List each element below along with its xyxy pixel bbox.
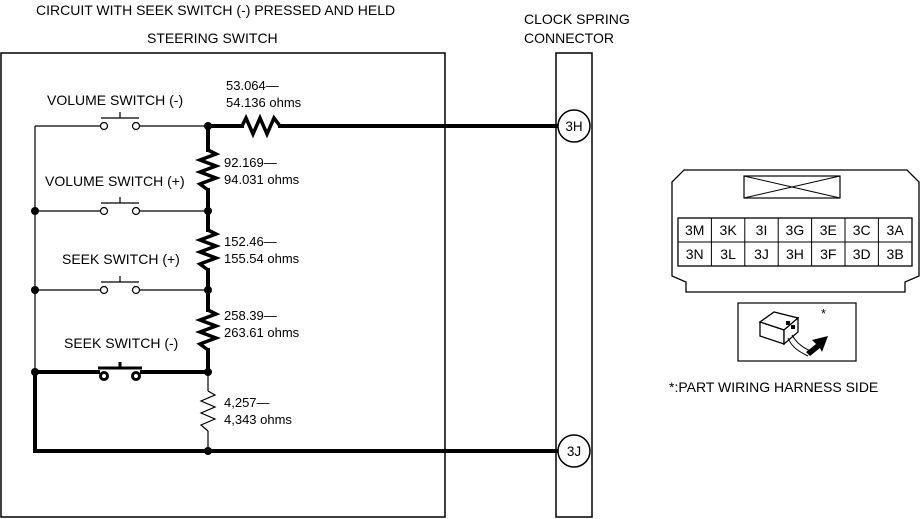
resistor-3-value-line2: 155.54 ohms <box>224 251 300 266</box>
connector-cell: 3D <box>853 246 871 262</box>
steering-switch-label: STEERING SWITCH <box>147 30 278 46</box>
pin-3h-label: 3H <box>565 119 582 134</box>
clock-spring-label-line2: CONNECTOR <box>524 30 614 46</box>
seek-minus-switch-closed <box>98 362 142 381</box>
connector-cell: 3M <box>685 222 704 238</box>
connector-row-2: 3N 3L 3J 3H 3F 3D 3B <box>686 246 904 262</box>
clock-spring-label-line1: CLOCK SPRING <box>524 11 630 27</box>
resistor-2-value-line2: 94.031 ohms <box>224 172 300 187</box>
resistor-5-value-line2: 4,343 ohms <box>224 412 292 427</box>
steering-switch-box <box>0 52 446 518</box>
connector-cell: 3J <box>754 246 769 262</box>
junction-dots <box>31 122 212 455</box>
resistor-4-value-line1: 258.39— <box>224 308 277 323</box>
connector-cell: 3B <box>887 246 904 262</box>
connector-cell: 3G <box>786 222 805 238</box>
resistor-3-value-line1: 152.46— <box>224 234 277 249</box>
volume-plus-switch <box>99 197 141 216</box>
seek-plus-switch <box>99 276 141 295</box>
resistor-2-value-line1: 92.169— <box>224 155 277 170</box>
connector-face <box>671 169 920 293</box>
resistor-1-value-line2: 54.136 ohms <box>226 95 302 110</box>
harness-star: * <box>821 306 826 321</box>
resistor-3-symbol <box>195 228 221 272</box>
resistor-1-symbol <box>240 113 282 139</box>
volume-minus-switch <box>99 112 141 131</box>
connector-cell: 3F <box>820 246 836 262</box>
active-wiring <box>33 124 558 453</box>
diagram-title: CIRCUIT WITH SEEK SWITCH (-) PRESSED AND… <box>36 2 395 18</box>
pin-3h-circle <box>557 109 591 143</box>
resistor-5-symbol <box>199 390 217 432</box>
resistor-4-value-line2: 263.61 ohms <box>224 325 300 340</box>
resistor-4-symbol <box>195 308 221 352</box>
volume-minus-label: VOLUME SWITCH (-) <box>47 92 183 108</box>
inactive-wiring <box>34 125 209 451</box>
connector-row-1: 3M 3K 3I 3G 3E 3C 3A <box>685 222 904 238</box>
connector-cell: 3C <box>853 222 871 238</box>
pin-3j-label: 3J <box>567 444 581 459</box>
connector-cell: 3E <box>820 222 837 238</box>
connector-cell: 3I <box>756 222 768 238</box>
connector-cell: 3A <box>887 222 905 238</box>
seek-plus-label: SEEK SWITCH (+) <box>62 251 180 267</box>
connector-cell: 3L <box>720 246 736 262</box>
harness-side-icon <box>737 302 857 362</box>
seek-minus-label: SEEK SWITCH (-) <box>64 335 178 351</box>
resistor-5-value-line1: 4,257— <box>224 395 270 410</box>
resistor-2-symbol <box>195 148 221 192</box>
harness-note-label: *:PART WIRING HARNESS SIDE <box>669 379 878 395</box>
pin-3j-circle <box>557 434 591 468</box>
connector-cell: 3K <box>720 222 738 238</box>
volume-plus-label: VOLUME SWITCH (+) <box>45 173 185 189</box>
connector-cell: 3H <box>786 246 804 262</box>
connector-cell: 3N <box>686 246 704 262</box>
resistor-1-value-line1: 53.064— <box>226 78 279 93</box>
